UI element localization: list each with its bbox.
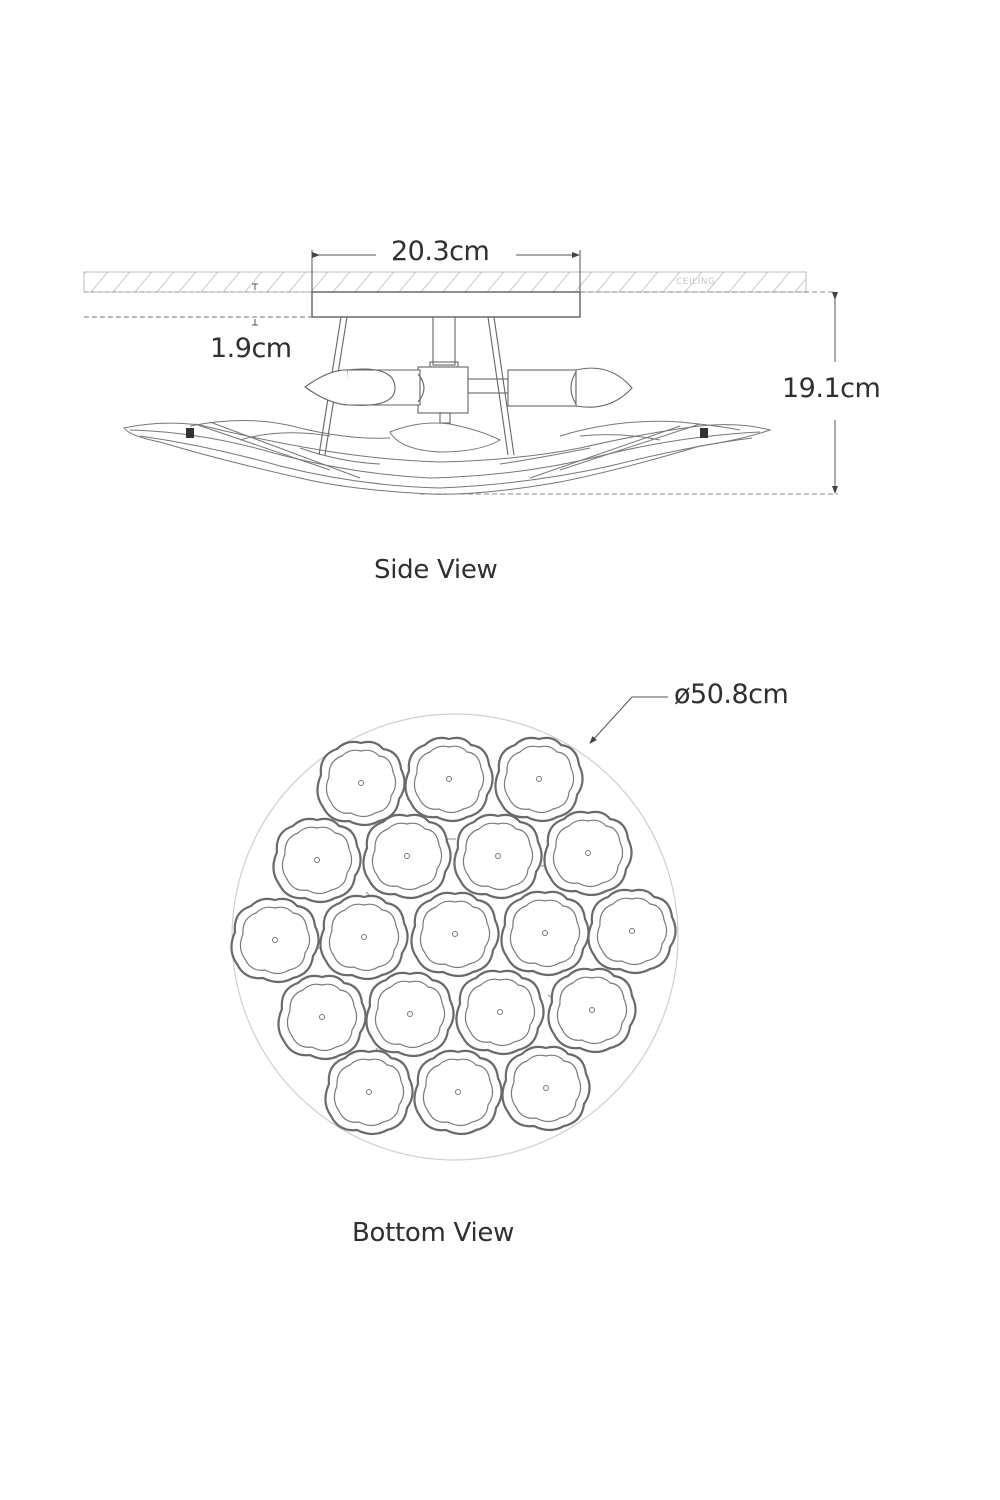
flower-grid [230,736,677,1136]
overall-height-label: 19.1cm [782,373,881,404]
leaf-shade [123,419,772,495]
canopy-width-dimension [311,250,581,292]
diameter-label: ø50.8cm [674,679,789,710]
diameter-leader [589,696,668,744]
bulb-right [507,367,633,408]
bulb-left [304,368,425,406]
canopy-height-dimension [252,283,258,326]
bottom-view-caption: Bottom View [352,1218,515,1248]
canopy-height-label: 1.9cm [210,333,292,364]
canopy [84,291,836,318]
fixture-side [123,316,772,495]
ceiling-label: CEILING [676,277,716,287]
overall-height-dimension [420,292,838,495]
canopy-width-label: 20.3cm [391,236,490,267]
side-view-caption: Side View [374,555,498,585]
